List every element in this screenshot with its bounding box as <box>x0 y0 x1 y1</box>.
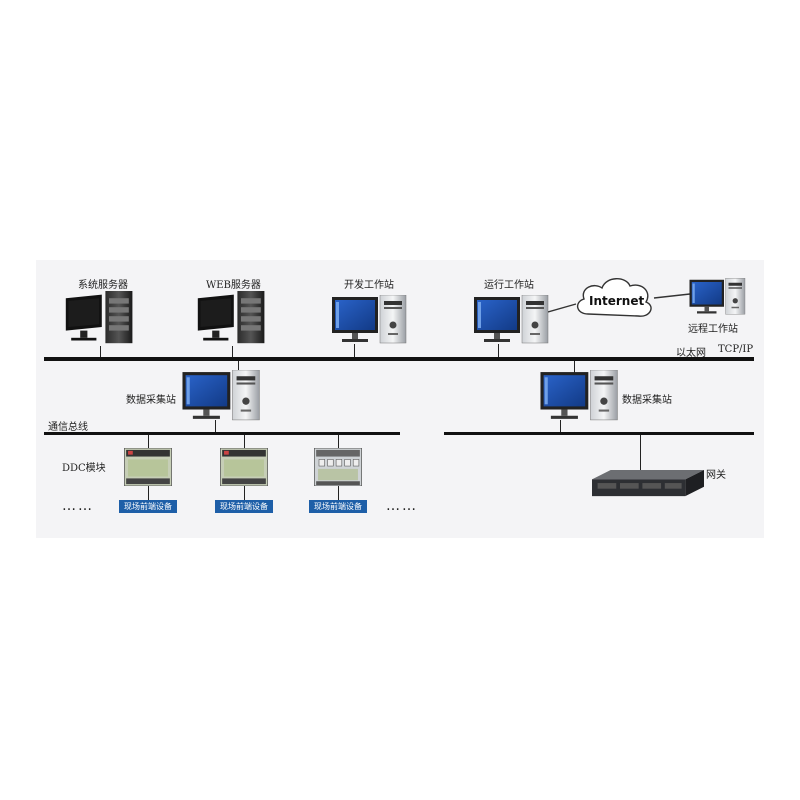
ddc-module-1-icon <box>124 448 172 486</box>
web-server-icon <box>196 288 268 348</box>
run-workstation-icon <box>472 295 552 345</box>
field-device-button-3[interactable]: 现场前端设备 <box>309 500 367 513</box>
ethernet-label: 以太网 <box>676 348 706 359</box>
dev-workstation-label: 开发工作站 <box>344 280 394 291</box>
left-station-downlink <box>215 420 216 432</box>
remote-workstation-icon <box>688 278 748 316</box>
left-station-uplink <box>238 361 239 373</box>
ddc-2-field-link <box>244 486 245 500</box>
ellipsis-left: …… <box>62 498 94 514</box>
ethernet-bus <box>44 357 754 361</box>
ddc-1-field-link <box>148 486 149 500</box>
web-server-label: WEB服务器 <box>206 280 261 291</box>
data-station-right-label: 数据采集站 <box>622 395 672 406</box>
web-server-link <box>232 346 233 358</box>
right-station-downlink <box>560 420 561 432</box>
ddc-module-3-icon <box>314 448 362 486</box>
ddc-2-link <box>244 435 245 449</box>
run-workstation-link <box>498 344 499 358</box>
internet-links <box>548 293 691 313</box>
run-workstation-label: 运行工作站 <box>484 280 534 291</box>
tcpip-label: TCP/IP <box>718 344 754 355</box>
data-station-right-icon <box>538 370 622 422</box>
internet-cloud-icon <box>577 278 652 317</box>
right-station-uplink <box>574 361 575 373</box>
dev-workstation-icon <box>330 295 410 345</box>
data-station-left-icon <box>180 370 264 422</box>
comm-bus-label: 通信总线 <box>48 422 88 433</box>
comm-bus <box>44 432 400 435</box>
gateway-icon <box>592 470 704 498</box>
system-server-icon <box>64 288 136 348</box>
ddc-3-link <box>338 435 339 449</box>
ellipsis-right: …… <box>386 498 418 514</box>
system-server-link <box>100 346 101 358</box>
dev-workstation-link <box>354 344 355 358</box>
ddc-module-label: DDC模块 <box>62 463 106 474</box>
field-device-button-1[interactable]: 现场前端设备 <box>119 500 177 513</box>
internet-label: Internet <box>589 294 645 308</box>
ddc-3-field-link <box>338 486 339 500</box>
ddc-module-2-icon <box>220 448 268 486</box>
field-device-button-2[interactable]: 现场前端设备 <box>215 500 273 513</box>
gateway-label: 网关 <box>706 470 726 481</box>
data-station-left-label: 数据采集站 <box>126 395 176 406</box>
remote-workstation-label: 远程工作站 <box>688 324 738 335</box>
ddc-1-link <box>148 435 149 449</box>
gateway-bus <box>444 432 754 435</box>
gateway-link <box>640 435 641 473</box>
system-server-label: 系统服务器 <box>78 280 128 291</box>
